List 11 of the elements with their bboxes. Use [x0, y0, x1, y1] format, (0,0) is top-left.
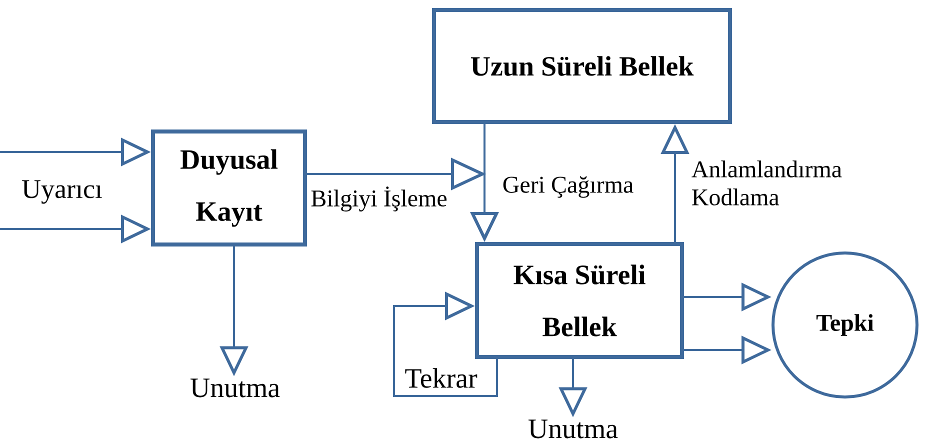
edge-label: Tekrar: [405, 368, 478, 388]
node-text: Unutma: [190, 378, 280, 398]
process-box: Kısa Süreli Bellek: [475, 242, 684, 359]
input-label: Uyarıcı: [22, 180, 102, 204]
process-box: Duyusal Kayıt: [151, 130, 307, 246]
loop-arrow: [393, 292, 498, 397]
edge-label: Bilgiyi İşleme: [311, 186, 447, 212]
edge-label: Anlamlandırma Kodlama: [692, 160, 842, 206]
edge-label: Geri Çağırma: [503, 176, 634, 198]
node-text: Unutma: [528, 420, 618, 438]
process-box: Uzun Süreli Bellek: [432, 8, 732, 124]
